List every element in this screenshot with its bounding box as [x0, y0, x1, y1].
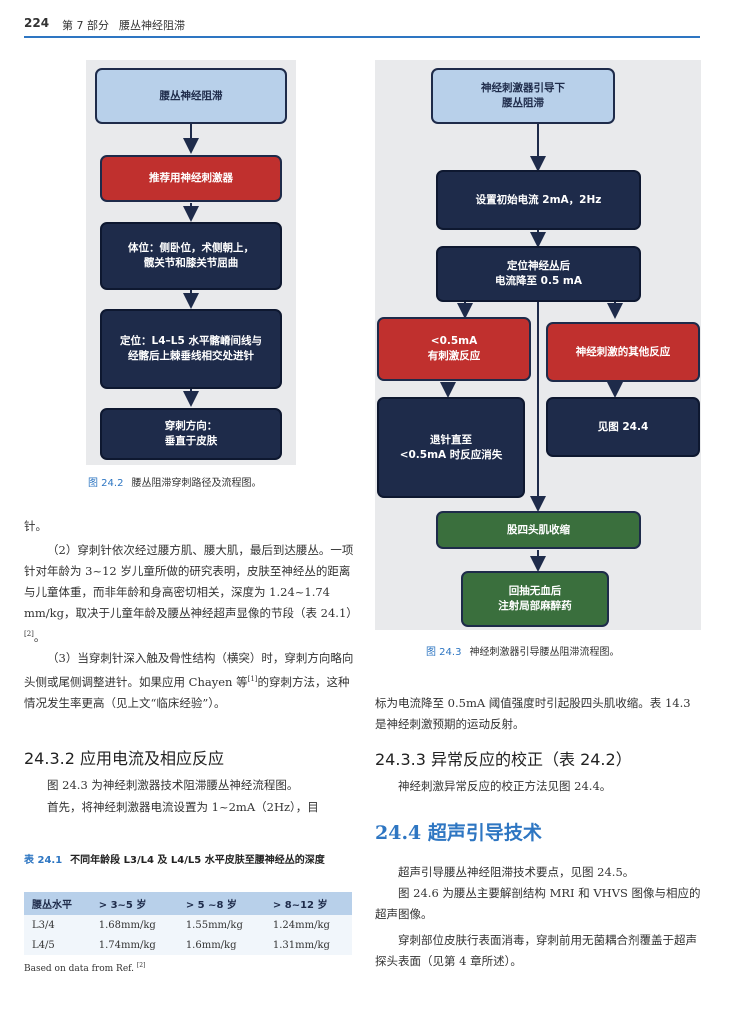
- table-cell: 1.68mm/kg: [90, 915, 178, 935]
- paragraph-right-2: 神经刺激异常反应的校正方法见图 24.4。: [398, 779, 612, 793]
- flow-box-lumbar-plexus-block: 腰丛神经阻滞: [95, 68, 287, 124]
- caption-text: 神经刺激器引导腰丛阻滞流程图。: [469, 647, 620, 658]
- figure-24-3-caption: 图 24.3 神经刺激器引导腰丛阻滞流程图。: [426, 643, 619, 658]
- table-header-cell: > 5 ~8 岁: [177, 892, 265, 915]
- paragraph-3-text: （3）当穿刺针深入触及骨性结构（横突）时，穿刺方向略向头侧或尾侧调整进针。如果应…: [24, 651, 354, 689]
- figure-24-3-arrows: [440, 124, 623, 572]
- heading-24-4: 24.4 超声引导技术: [375, 822, 542, 844]
- flow-box-localization: 定位：L4–L5 水平髂嵴间线与 经髂后上棘垂线相交处进针: [100, 309, 282, 389]
- table-cell: L3/4: [24, 915, 91, 935]
- flow-box-direction: 穿刺方向： 垂直于皮肤: [100, 408, 282, 460]
- table-header-row: 腰丛水平 > 3~5 岁 > 5 ~8 岁 > 8~12 岁: [24, 892, 352, 915]
- paragraph-3-end: 的穿刺方法，这种情况发生率更高（见上文“临床经验”）。: [24, 674, 350, 710]
- paragraph-2: （2）穿刺针依次经过腰方肌、腰大肌，最后到达腰丛。一项针对年龄为 3~12 岁儿…: [24, 540, 358, 648]
- table-title-text: 不同年龄段 L3/L4 及 L4/L5 水平皮肤至腰神经丛的深度: [70, 855, 325, 866]
- flow-box-see-fig-24-4: 见图 24.4: [546, 397, 700, 457]
- paragraph-right-4: 图 24.6 为腰丛主要解剖结构 MRI 和 VHVS 图像与相应的超声图像。: [375, 886, 701, 921]
- part-label: 第 7 部分: [62, 19, 109, 32]
- table-cell: 1.74mm/kg: [90, 935, 178, 955]
- heading-24-3-2: 24.3.2 应用电流及相应反应: [24, 749, 224, 768]
- chapter-title: 腰丛神经阻滞: [119, 19, 185, 32]
- paragraph-right-3: 超声引导腰丛神经阻滞技术要点，见图 24.5。: [398, 865, 635, 879]
- table-header-cell: > 3~5 岁: [90, 892, 178, 915]
- paragraph-right-1: 标为电流降至 0.5mA 阈值强度时引起股四头肌收缩。表 14.3 是神经刺激预…: [375, 696, 691, 731]
- table-row: L3/4 1.68mm/kg 1.55mm/kg 1.24mm/kg: [24, 915, 352, 935]
- table-note-reference: [2]: [136, 962, 146, 969]
- flow-box-initial-current: 设置初始电流 2mA，2Hz: [436, 170, 641, 230]
- table-cell: 1.24mm/kg: [264, 915, 352, 935]
- paragraph-right-5: 穿刺部位皮肤行表面消毒，穿刺前用无菌耦合剂覆盖于超声探头表面（见第 4 章所述）…: [375, 933, 697, 968]
- reference-2: [2]: [24, 630, 34, 638]
- flow-box-inject-anesthetic: 回抽无血后 注射局部麻醉药: [461, 571, 609, 627]
- header-rule: [24, 36, 700, 38]
- paragraph-4: 图 24.3 为神经刺激器技术阻滞腰丛神经流程图。: [47, 778, 299, 792]
- flow-box-position: 体位：侧卧位，术侧朝上， 髋关节和膝关节屈曲: [100, 222, 282, 290]
- table-24-1-title: 表 24.1 不同年龄段 L3/L4 及 L4/L5 水平皮肤至腰神经丛的深度: [24, 852, 354, 869]
- page-number: 224: [24, 16, 50, 30]
- paragraph-continuation: 针。: [24, 519, 47, 533]
- table-24-1: 腰丛水平 > 3~5 岁 > 5 ~8 岁 > 8~12 岁 L3/4 1.68…: [24, 892, 352, 955]
- table-note-text: Based on data from Ref.: [24, 964, 135, 974]
- reference-1: [1]: [247, 675, 258, 683]
- table-cell: 1.55mm/kg: [177, 915, 265, 935]
- flow-box-other-responses: 神经刺激的其他反应: [546, 322, 700, 382]
- paragraph-2-end: 。: [33, 629, 46, 644]
- flow-box-quadriceps-contraction: 股四头肌收缩: [436, 511, 641, 549]
- table-header-cell: 腰丛水平: [24, 892, 91, 915]
- paragraph-2-text: （2）穿刺针依次经过腰方肌、腰大肌，最后到达腰丛。一项针对年龄为 3~12 岁儿…: [24, 543, 358, 620]
- caption-text: 腰丛阻滞穿刺路径及流程图。: [131, 478, 262, 489]
- flow-box-stimulator-guided-block: 神经刺激器引导下 腰丛阻滞: [431, 68, 615, 124]
- table-cell: L4/5: [24, 935, 91, 955]
- table-cell: 1.6mm/kg: [177, 935, 265, 955]
- table-header-cell: > 8~12 岁: [264, 892, 352, 915]
- paragraph-5: 首先，将神经刺激器电流设置为 1~2mA（2Hz），目: [47, 800, 319, 814]
- flow-box-withdraw-needle: 退针直至 <0.5mA 时反应消失: [377, 397, 525, 498]
- paragraph-3: （3）当穿刺针深入触及骨性结构（横突）时，穿刺方向略向头侧或尾侧调整进针。如果应…: [24, 648, 354, 714]
- table-note: Based on data from Ref. [2]: [24, 962, 145, 974]
- table-row: L4/5 1.74mm/kg 1.6mm/kg 1.31mm/kg: [24, 935, 352, 955]
- caption-number: 图 24.2: [88, 478, 124, 489]
- heading-24-3-3: 24.3.3 异常反应的校正（表 24.2）: [375, 750, 632, 769]
- flow-box-reduce-current: 定位神经丛后 电流降至 0.5 mA: [436, 246, 641, 302]
- figure-24-2-caption: 图 24.2 腰丛阻滞穿刺路径及流程图。: [88, 474, 261, 489]
- flow-box-response-below-threshold: <0.5mA 有刺激反应: [377, 317, 531, 381]
- table-cell: 1.31mm/kg: [264, 935, 352, 955]
- flow-box-recommend-stimulator: 推荐用神经刺激器: [100, 155, 282, 202]
- table-number: 表 24.1: [24, 855, 63, 866]
- caption-number: 图 24.3: [426, 647, 462, 658]
